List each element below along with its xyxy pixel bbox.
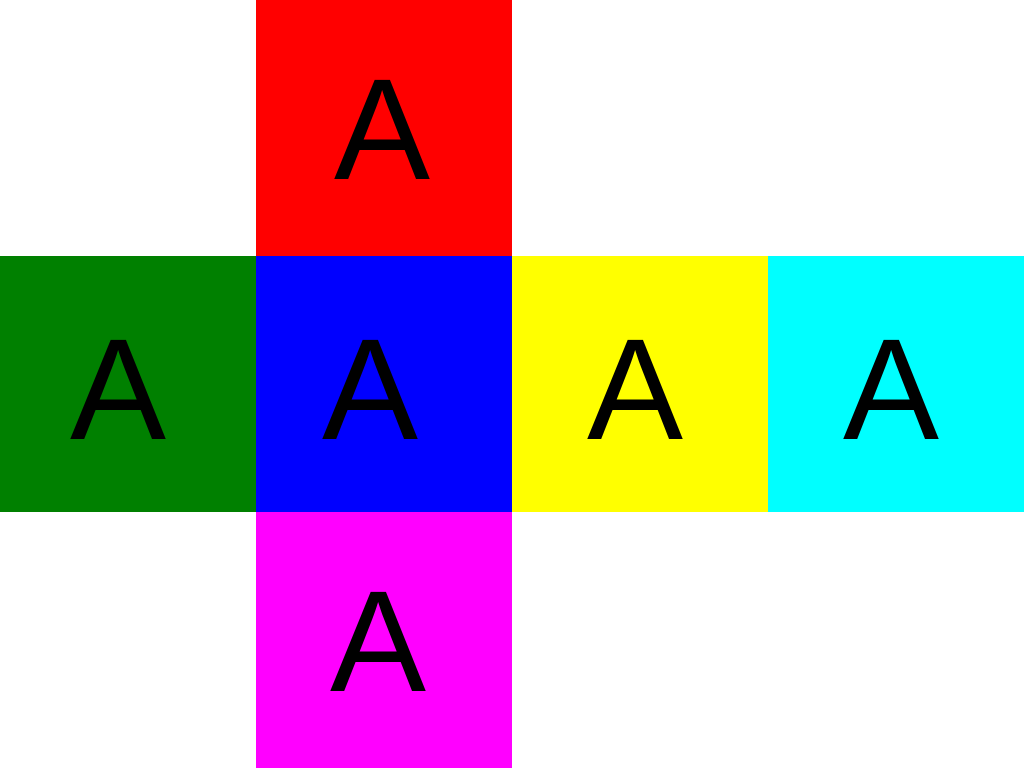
face-center-label: A (321, 309, 419, 470)
face-center: A (256, 256, 512, 512)
face-right-label: A (586, 309, 684, 470)
face-far-right: A (768, 256, 1024, 512)
face-left: A (0, 256, 256, 512)
face-bottom-label: A (329, 561, 427, 722)
face-right: A (512, 256, 768, 512)
face-left-label: A (69, 309, 167, 470)
face-bottom: A (256, 512, 512, 768)
face-far-right-label: A (842, 309, 940, 470)
face-top-label: A (333, 49, 431, 210)
face-top: A (256, 0, 512, 256)
